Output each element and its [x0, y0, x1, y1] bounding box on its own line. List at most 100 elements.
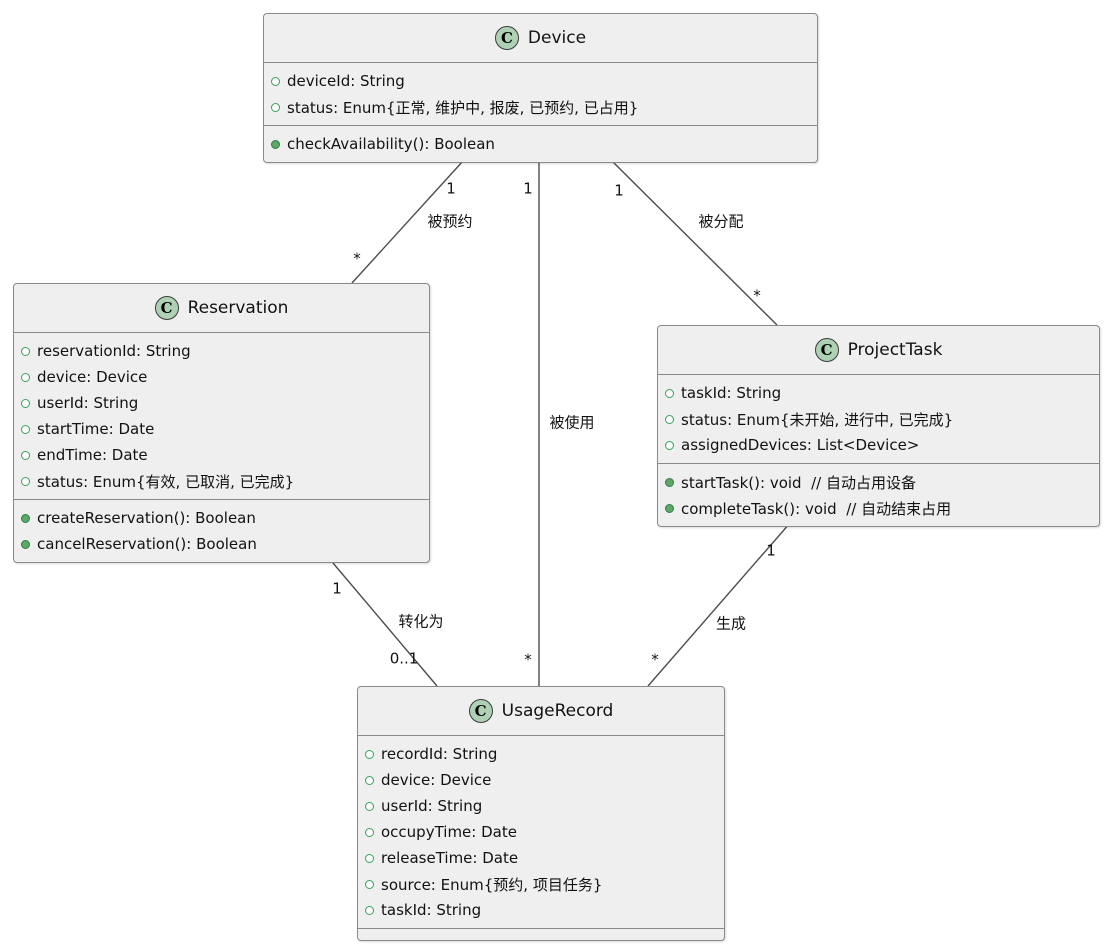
method-row: checkAvailability(): Boolean [271, 131, 810, 157]
field-icon [665, 440, 674, 450]
class-box-device: C Device deviceId: String status: Enum{正… [263, 13, 818, 163]
method-icon [665, 503, 674, 513]
attribute-row: taskId: String [365, 897, 717, 923]
class-icon: C [468, 699, 493, 723]
multiplicity-label: 1 [614, 181, 624, 200]
attribute-row: device: Device [21, 364, 422, 390]
field-icon [21, 476, 30, 486]
class-icon: C [154, 296, 179, 320]
field-icon [21, 424, 30, 434]
attribute-text: taskId: String [681, 384, 782, 402]
method-text: cancelReservation(): Boolean [37, 535, 257, 553]
field-icon [365, 749, 374, 759]
attribute-text: deviceId: String [287, 72, 405, 90]
class-header-usage-record: C UsageRecord [358, 687, 724, 736]
attribute-text: endTime: Date [37, 446, 148, 464]
class-name: Device [527, 28, 587, 48]
class-name: ProjectTask [847, 340, 943, 360]
attributes-section: recordId: String device: Device userId: … [358, 736, 724, 928]
edge-device-project-task [611, 160, 778, 326]
edge-device-reservation [351, 160, 464, 284]
multiplicity-label: 1 [766, 541, 776, 560]
attribute-text: userId: String [381, 797, 483, 815]
method-icon [21, 539, 30, 549]
field-icon [665, 388, 674, 398]
field-icon [365, 827, 374, 837]
edge-project-task-usage-record [647, 522, 791, 687]
method-row: startTask(): void // 自动占用设备 [665, 469, 1092, 495]
field-icon [365, 905, 374, 915]
attribute-text: assignedDevices: List<Device> [681, 436, 920, 454]
multiplicity-label: 1 [523, 179, 533, 198]
edge-reservation-usage-record [332, 562, 438, 687]
attribute-text: status: Enum{未开始, 进行中, 已完成} [681, 410, 954, 429]
attribute-row: reservationId: String [21, 338, 422, 364]
attribute-text: reservationId: String [37, 342, 191, 360]
attribute-row: status: Enum{未开始, 进行中, 已完成} [665, 406, 1092, 432]
attribute-row: recordId: String [365, 741, 717, 767]
method-text: startTask(): void // 自动占用设备 [681, 473, 916, 492]
attribute-text: releaseTime: Date [381, 849, 519, 867]
multiplicity-label: * [651, 650, 659, 669]
method-icon [271, 139, 280, 149]
class-icon: C [494, 26, 519, 50]
class-name: Reservation [187, 298, 289, 318]
attribute-row: userId: String [21, 390, 422, 416]
attribute-text: status: Enum{有效, 已取消, 已完成} [37, 472, 295, 491]
attribute-text: userId: String [37, 394, 139, 412]
attribute-row: occupyTime: Date [365, 819, 717, 845]
field-icon [21, 398, 30, 408]
attribute-row: source: Enum{预约, 项目任务} [365, 871, 717, 897]
attribute-text: device: Device [37, 368, 148, 386]
edge-label: 被预约 [427, 212, 473, 231]
class-box-usage-record: C UsageRecord recordId: String device: D… [357, 686, 725, 941]
attributes-section: deviceId: String status: Enum{正常, 维护中, 报… [264, 63, 817, 125]
field-icon [21, 372, 30, 382]
methods-section-empty [358, 928, 724, 940]
edge-label: 生成 [715, 614, 747, 633]
attribute-row: deviceId: String [271, 68, 810, 94]
attribute-row: endTime: Date [21, 442, 422, 468]
class-box-project-task: C ProjectTask taskId: String status: Enu… [657, 325, 1100, 527]
attribute-row: userId: String [365, 793, 717, 819]
field-icon [21, 450, 30, 460]
method-icon [21, 513, 30, 523]
field-icon [365, 775, 374, 785]
field-icon [365, 853, 374, 863]
attribute-row: taskId: String [665, 380, 1092, 406]
method-text: checkAvailability(): Boolean [287, 135, 495, 153]
multiplicity-label: * [353, 249, 361, 268]
field-icon [365, 801, 374, 811]
multiplicity-label: 1 [332, 579, 342, 598]
attribute-text: startTime: Date [37, 420, 155, 438]
attributes-section: reservationId: String device: Device use… [14, 333, 429, 499]
edge-label: 转化为 [398, 612, 444, 631]
attribute-text: status: Enum{正常, 维护中, 报废, 已预约, 已占用} [287, 98, 639, 117]
class-icon: C [814, 338, 839, 362]
field-icon [271, 102, 280, 112]
attribute-text: taskId: String [381, 901, 482, 919]
multiplicity-label: 1 [446, 179, 456, 198]
method-row: createReservation(): Boolean [21, 505, 422, 531]
attribute-row: device: Device [365, 767, 717, 793]
methods-section: startTask(): void // 自动占用设备 completeTask… [658, 463, 1099, 526]
attribute-text: recordId: String [381, 745, 498, 763]
field-icon [665, 414, 674, 424]
field-icon [365, 879, 374, 889]
class-name: UsageRecord [501, 701, 614, 721]
attribute-row: status: Enum{有效, 已取消, 已完成} [21, 468, 422, 494]
attribute-row: startTime: Date [21, 416, 422, 442]
attribute-row: releaseTime: Date [365, 845, 717, 871]
attribute-row: status: Enum{正常, 维护中, 报废, 已预约, 已占用} [271, 94, 810, 120]
method-row: completeTask(): void // 自动结束占用 [665, 495, 1092, 521]
class-header-reservation: C Reservation [14, 284, 429, 333]
field-icon [21, 346, 30, 356]
method-text: completeTask(): void // 自动结束占用 [681, 499, 952, 518]
attribute-text: source: Enum{预约, 项目任务} [381, 875, 603, 894]
class-header-device: C Device [264, 14, 817, 63]
attribute-row: assignedDevices: List<Device> [665, 432, 1092, 458]
class-box-reservation: C Reservation reservationId: String devi… [13, 283, 430, 563]
class-header-project-task: C ProjectTask [658, 326, 1099, 375]
